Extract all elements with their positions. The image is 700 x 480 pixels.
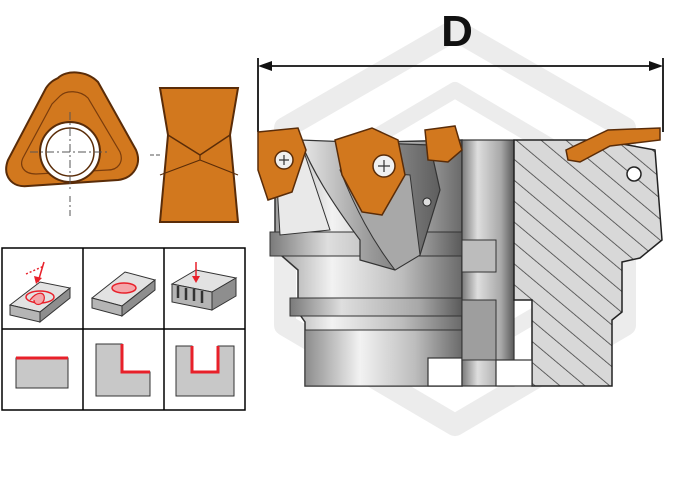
cutter-inserts: [257, 125, 661, 216]
cutter-insert-2: [334, 127, 406, 216]
drive-slot: [427, 357, 463, 387]
operation-ramping-icon: [8, 261, 72, 324]
dimension-label: D: [441, 7, 473, 56]
operation-shoulder-icon: [95, 343, 151, 397]
cutter-body: [261, 138, 663, 387]
cutter-insert-3: [424, 125, 463, 163]
operation-face-milling-icon: [90, 271, 157, 318]
operation-grooving-icon: [170, 262, 238, 311]
operation-slot-icon: [175, 345, 235, 397]
dimension-line: [257, 58, 664, 132]
insert-top-view: [5, 71, 139, 218]
section-hatch: [513, 139, 663, 387]
operations-grid: [1, 247, 246, 411]
insert-side-view: [150, 87, 240, 223]
cutter-insert-4: [565, 127, 661, 163]
operation-face-edge-icon: [15, 356, 69, 389]
